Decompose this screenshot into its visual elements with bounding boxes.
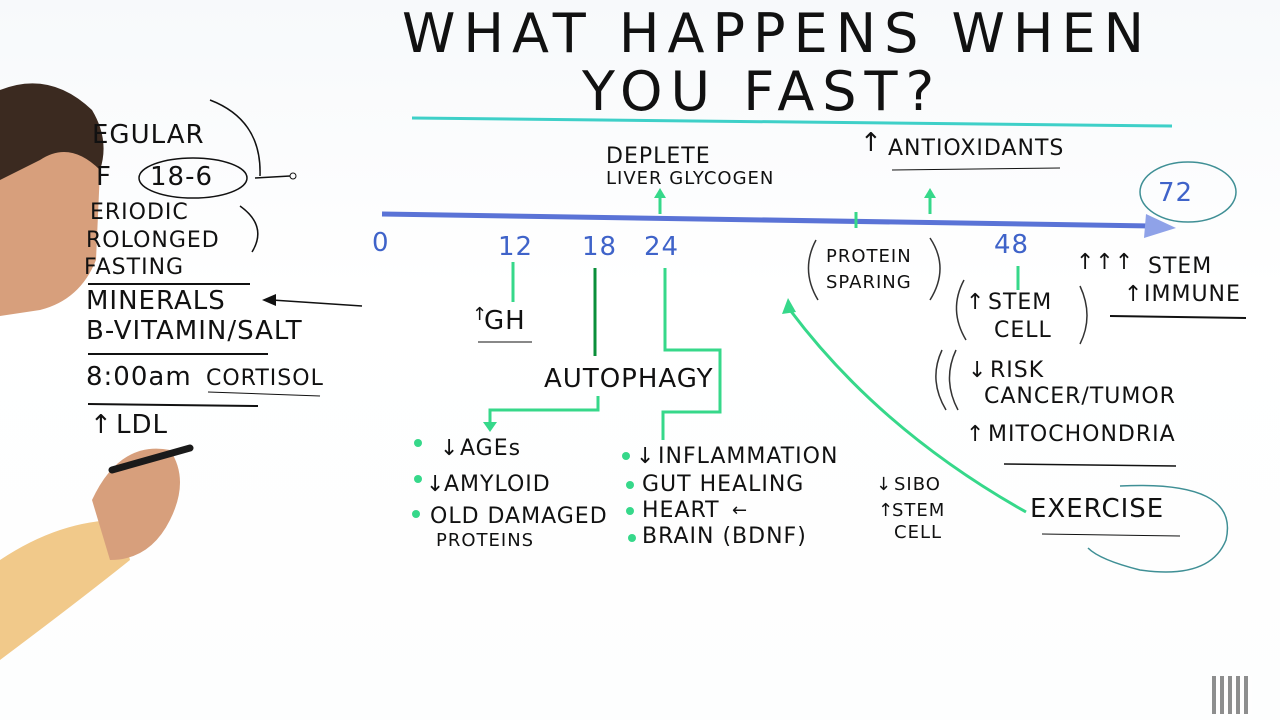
stem-small-label-2: CELL bbox=[894, 522, 942, 543]
left-minerals: MINERALS bbox=[86, 286, 226, 316]
left-ldl: LDL bbox=[116, 410, 168, 440]
amyloid-label: AMYLOID bbox=[444, 472, 551, 497]
ages-label: AGEs bbox=[460, 436, 522, 461]
title-line1: WHAT HAPPENS WHEN bbox=[402, 2, 1153, 65]
stem-cell-up-arrow-icon: ↑ bbox=[966, 290, 986, 315]
inflammation-down-arrow-icon: ↓ bbox=[636, 444, 656, 469]
title-underline bbox=[411, 116, 1173, 128]
left-if: F bbox=[96, 162, 112, 192]
left-cortisol-time: 8:00am bbox=[86, 362, 192, 392]
if-ratio-circle bbox=[138, 157, 248, 199]
antioxidants-label: ANTIOXIDANTS bbox=[888, 136, 1065, 161]
risk-label-1: RISK bbox=[990, 358, 1045, 383]
line-24 bbox=[661, 268, 722, 440]
protein-label-1: PROTEIN bbox=[826, 246, 912, 267]
bullet-dots bbox=[412, 439, 636, 542]
autophagy-branch bbox=[488, 396, 600, 424]
exercise-arrow bbox=[788, 309, 1027, 514]
presenter bbox=[0, 83, 194, 660]
mitochondria-label: MITOCHONDRIA bbox=[988, 422, 1176, 447]
autophagy-label: AUTOPHAGY bbox=[544, 364, 714, 394]
qr-code-icon bbox=[1212, 676, 1252, 714]
stem-small-label-1: STEM bbox=[892, 500, 946, 521]
heart-left-arrow-icon: ← bbox=[732, 500, 749, 521]
circle-72 bbox=[1139, 161, 1237, 223]
gh-up-arrow-icon: ↑ bbox=[472, 304, 489, 325]
left-fasting: FASTING bbox=[84, 255, 185, 280]
timeline-arrowhead bbox=[1144, 214, 1176, 238]
ages-down-arrow-icon: ↓ bbox=[440, 436, 460, 461]
stem-cell-label-2: CELL bbox=[994, 318, 1052, 343]
tick-24: 24 bbox=[644, 232, 680, 262]
up-arrow-icon: ↑ bbox=[90, 410, 113, 440]
triple-up-arrow-icon: ↑↑↑ bbox=[1076, 250, 1135, 275]
sibo-label: SIBO bbox=[894, 474, 941, 495]
protein-label-2: SPARING bbox=[826, 272, 912, 293]
title-line2: YOU FAST? bbox=[582, 60, 943, 123]
antioxidant-up-arrow-icon: ↑ bbox=[860, 128, 883, 158]
stem-72-label: STEM bbox=[1148, 254, 1213, 279]
gh-label: GH bbox=[484, 306, 526, 336]
exercise-loop bbox=[1087, 484, 1229, 573]
risk-down-arrow-icon: ↓ bbox=[968, 358, 988, 383]
immune-label: IMMUNE bbox=[1144, 282, 1241, 307]
tick-48: 48 bbox=[994, 230, 1030, 260]
inflammation-label: INFLAMMATION bbox=[658, 444, 839, 469]
tick-12: 12 bbox=[498, 232, 534, 262]
left-cortisol: CORTISOL bbox=[206, 366, 324, 391]
stem-cell-label-1: STEM bbox=[988, 290, 1053, 315]
stem-small-up-arrow-icon: ↑ bbox=[878, 500, 895, 521]
sibo-down-arrow-icon: ↓ bbox=[876, 474, 893, 495]
left-if-ratio: 18-6 bbox=[150, 162, 214, 192]
tick-0: 0 bbox=[372, 228, 390, 258]
left-periodic: ERIODIC bbox=[90, 200, 189, 225]
tick-72: 72 bbox=[1158, 178, 1194, 208]
old-damaged-label-2: PROTEINS bbox=[436, 530, 535, 551]
exercise-label: EXERCISE bbox=[1030, 494, 1165, 524]
risk-label-2: CANCER/TUMOR bbox=[984, 384, 1176, 409]
tick-18: 18 bbox=[582, 232, 618, 262]
old-damaged-label-1: OLD DAMAGED bbox=[430, 504, 608, 529]
mitochondria-up-arrow-icon: ↑ bbox=[966, 422, 986, 447]
deplete-label-2: LIVER GLYCOGEN bbox=[606, 168, 775, 189]
left-regular: EGULAR bbox=[92, 120, 205, 150]
gut-healing-label: GUT HEALING bbox=[642, 472, 805, 497]
left-bvitamin: B-VITAMIN/SALT bbox=[86, 316, 303, 346]
timeline-line bbox=[381, 211, 1151, 229]
deplete-label-1: DEPLETE bbox=[606, 144, 711, 169]
heart-label: HEART bbox=[642, 498, 720, 523]
immune-up-arrow-icon: ↑ bbox=[1124, 282, 1144, 307]
brain-label: BRAIN (BDNF) bbox=[642, 524, 807, 549]
amyloid-down-arrow-icon: ↓ bbox=[426, 472, 446, 497]
left-prolonged: ROLONGED bbox=[86, 228, 220, 253]
